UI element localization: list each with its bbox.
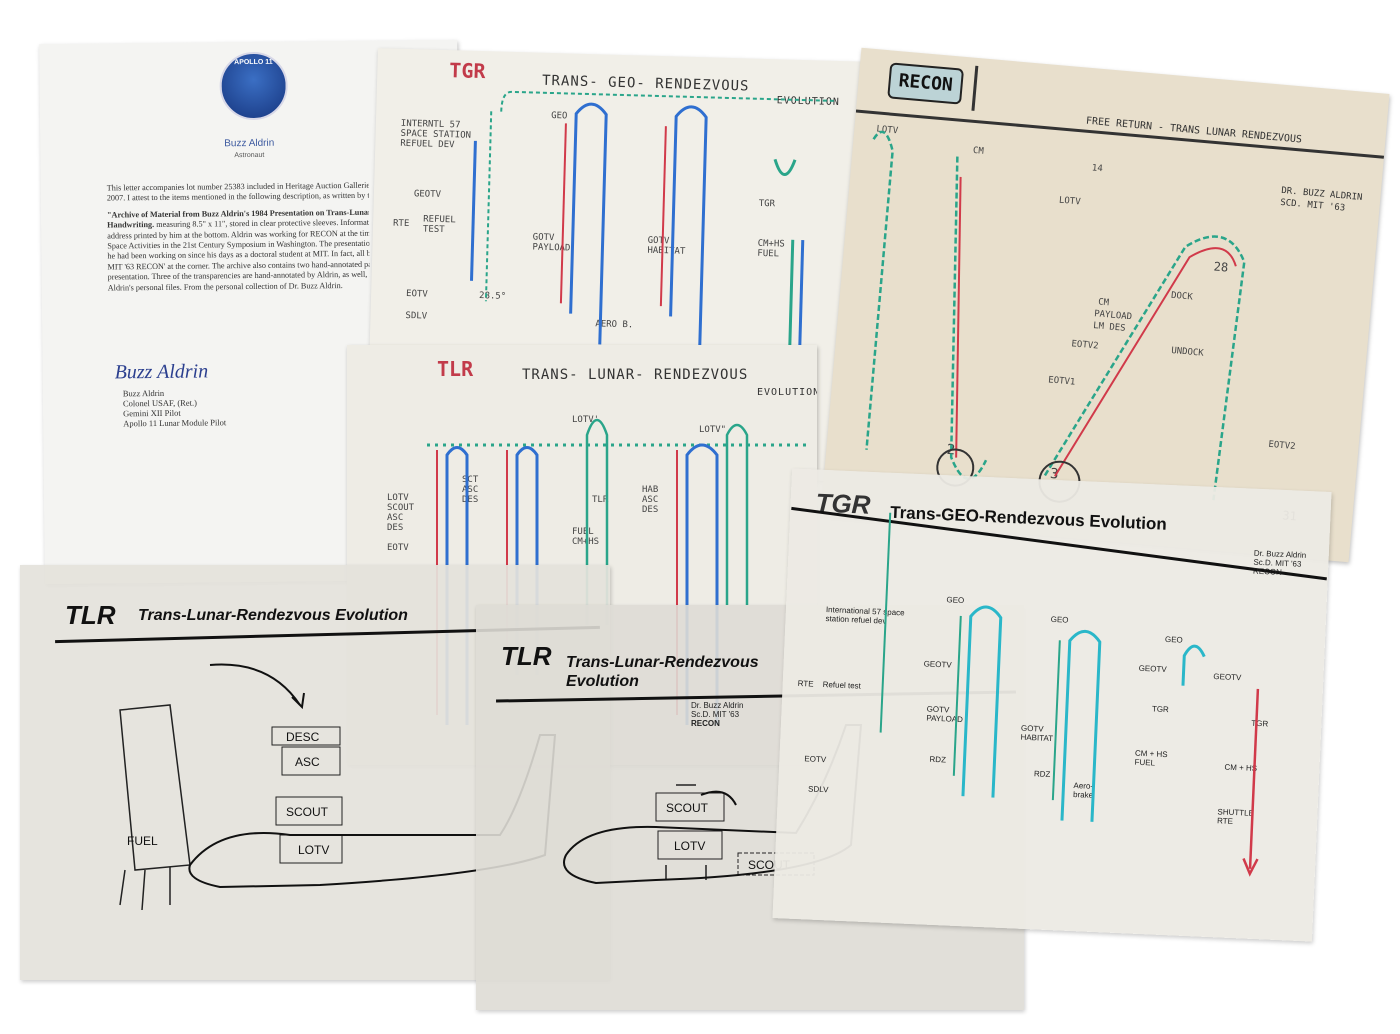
scout-label: SCOUT bbox=[666, 801, 709, 815]
tgr-transparency-sketch bbox=[879, 512, 1260, 877]
asc-label: ASC bbox=[295, 755, 320, 769]
signature: Buzz Aldrin bbox=[114, 360, 209, 384]
desc-label: DESC bbox=[286, 730, 320, 744]
lotv-label: LOTV bbox=[674, 839, 705, 853]
scout-label: SCOUT bbox=[286, 805, 329, 819]
lotv-label: LOTV bbox=[298, 843, 329, 857]
tgr-transparency: TGR Trans-GEO-Rendezvous Evolution Dr. B… bbox=[772, 468, 1332, 942]
fuel-label: FUEL bbox=[127, 834, 158, 848]
tlr-shuttle-diagram: FUEL DESC ASC SCOUT LOTV bbox=[119, 663, 557, 911]
signature-block: Buzz Aldrin Colonel USAF, (Ret.) Gemini … bbox=[122, 387, 227, 429]
mid-author: Dr. Buzz Aldrin Sc.D. MIT '63 RECON bbox=[691, 701, 744, 728]
tgr-handwritten-page: TGR TRANS- GEO- RENDEZVOUS EVOLUTION INT… bbox=[366, 48, 876, 482]
tgr-trajectory-sketch bbox=[470, 90, 837, 361]
letter-body: This letter accompanies lot number 25383… bbox=[106, 180, 370, 293]
apollo-11-seal: APOLLO 11 bbox=[219, 51, 288, 121]
